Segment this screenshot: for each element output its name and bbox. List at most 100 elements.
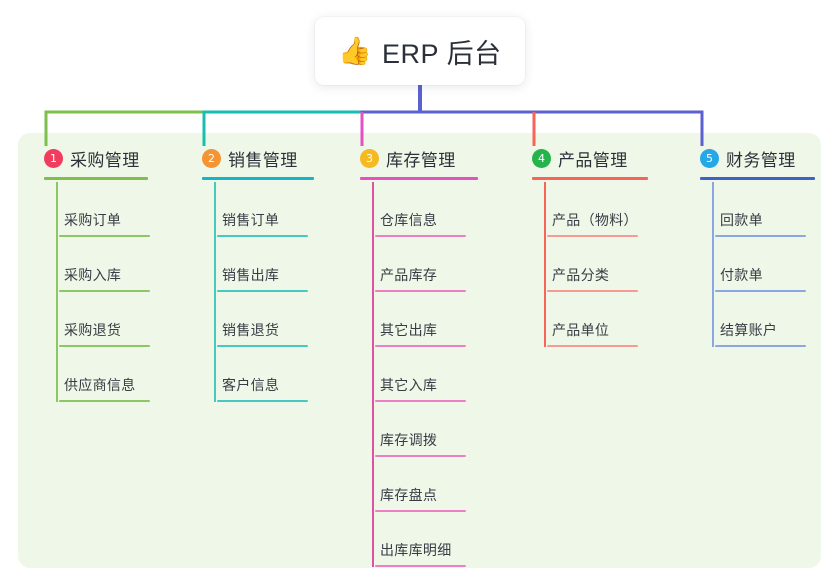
leaf-list: 回款单付款单结算账户 (678, 182, 806, 347)
leaf-item-rule (375, 400, 466, 402)
leaf-item[interactable]: 销售出库 (217, 237, 308, 292)
leaf-item-rule (59, 290, 150, 292)
branch-header-rule (532, 177, 648, 180)
leaf-item-rule (217, 345, 308, 347)
leaf-item-label: 采购订单 (64, 212, 122, 228)
leaf-spine (372, 182, 374, 567)
leaf-item-label: 销售退货 (222, 322, 280, 338)
leaf-item-rule (375, 235, 466, 237)
leaf-item[interactable]: 产品单位 (547, 292, 638, 347)
leaf-item-label: 库存盘点 (380, 487, 438, 503)
leaf-item-label: 仓库信息 (380, 212, 438, 228)
leaf-item[interactable]: 回款单 (715, 182, 806, 237)
leaf-item[interactable]: 其它出库 (375, 292, 466, 347)
leaf-item-rule (547, 290, 638, 292)
leaf-spine (712, 182, 714, 347)
leaf-item-label: 回款单 (720, 212, 763, 228)
leaf-item-rule (217, 235, 308, 237)
branch-number-badge: 4 (532, 148, 551, 168)
leaf-item-label: 库存调拨 (380, 432, 438, 448)
leaf-list: 仓库信息产品库存其它出库其它入库库存调拨库存盘点出库库明细 (338, 182, 466, 567)
leaf-item[interactable]: 采购入库 (59, 237, 150, 292)
leaf-item-rule (547, 235, 638, 237)
leaf-item-rule (715, 290, 806, 292)
leaf-item-label: 产品（物料） (552, 212, 638, 228)
leaf-item-label: 出库库明细 (380, 542, 452, 558)
branch-number-badge: 3 (360, 148, 379, 168)
branch-number-badge: 1 (44, 148, 63, 168)
branch-header-2[interactable]: 2 销售管理 (180, 146, 298, 170)
leaf-item[interactable]: 出库库明细 (375, 512, 466, 567)
leaf-item[interactable]: 产品（物料） (547, 182, 638, 237)
leaf-item-label: 客户信息 (222, 377, 280, 393)
leaf-item[interactable]: 销售订单 (217, 182, 308, 237)
leaf-list: 采购订单采购入库采购退货供应商信息 (22, 182, 150, 402)
leaf-item-label: 产品库存 (380, 267, 438, 283)
leaf-list: 销售订单销售出库销售退货客户信息 (180, 182, 308, 402)
leaf-item-label: 供应商信息 (64, 377, 136, 393)
leaf-item-rule (375, 455, 466, 457)
branch-column-5: 5 财务管理回款单付款单结算账户 (678, 146, 815, 347)
leaf-item[interactable]: 结算账户 (715, 292, 806, 347)
leaf-item[interactable]: 库存盘点 (375, 457, 466, 512)
leaf-item[interactable]: 库存调拨 (375, 402, 466, 457)
leaf-item-rule (217, 290, 308, 292)
leaf-item-rule (375, 510, 466, 512)
leaf-item-label: 采购入库 (64, 267, 122, 283)
branch-header-1[interactable]: 1 采购管理 (22, 146, 140, 170)
leaf-item[interactable]: 供应商信息 (59, 347, 150, 402)
branch-title: 采购管理 (70, 150, 140, 170)
leaf-spine (214, 182, 216, 402)
leaf-item[interactable]: 产品库存 (375, 237, 466, 292)
leaf-item[interactable]: 其它入库 (375, 347, 466, 402)
thumbs-up-icon: 👍 (338, 35, 373, 66)
leaf-item-label: 销售订单 (222, 212, 280, 228)
leaf-item[interactable]: 产品分类 (547, 237, 638, 292)
leaf-item-rule (59, 345, 150, 347)
leaf-item-label: 其它入库 (380, 377, 438, 393)
leaf-item-rule (715, 235, 806, 237)
root-node-card[interactable]: 👍 ERP 后台 (315, 17, 525, 85)
leaf-item[interactable]: 采购订单 (59, 182, 150, 237)
leaf-item-rule (375, 290, 466, 292)
leaf-spine (56, 182, 58, 402)
leaf-item-rule (217, 400, 308, 402)
branch-header-rule (700, 177, 815, 180)
leaf-item-label: 产品分类 (552, 267, 610, 283)
leaf-item-label: 产品单位 (552, 322, 610, 338)
root-node-label: ERP 后台 (382, 38, 502, 69)
branch-header-3[interactable]: 3 库存管理 (338, 146, 456, 170)
branch-header-rule (202, 177, 314, 180)
leaf-item[interactable]: 采购退货 (59, 292, 150, 347)
branch-column-3: 3 库存管理仓库信息产品库存其它出库其它入库库存调拨库存盘点出库库明细 (338, 146, 478, 567)
leaf-item-label: 结算账户 (720, 322, 778, 338)
branch-header-rule (44, 177, 148, 180)
leaf-item-label: 采购退货 (64, 322, 122, 338)
leaf-item-rule (547, 345, 638, 347)
leaf-item[interactable]: 销售退货 (217, 292, 308, 347)
branch-number-badge: 2 (202, 148, 221, 168)
leaf-item-rule (375, 565, 466, 567)
branch-title: 库存管理 (386, 150, 456, 170)
leaf-item[interactable]: 客户信息 (217, 347, 308, 402)
leaf-item-rule (375, 345, 466, 347)
leaf-item-label: 销售出库 (222, 267, 280, 283)
leaf-list: 产品（物料） 产品分类产品单位 (510, 182, 638, 347)
leaf-item-rule (59, 235, 150, 237)
branch-title: 财务管理 (726, 150, 796, 170)
branch-column-2: 2 销售管理销售订单销售出库销售退货客户信息 (180, 146, 314, 402)
diagram-background-panel (18, 133, 821, 568)
leaf-item[interactable]: 付款单 (715, 237, 806, 292)
leaf-item-label: 其它出库 (380, 322, 438, 338)
branch-header-5[interactable]: 5 财务管理 (678, 146, 796, 170)
branch-column-1: 1 采购管理采购订单采购入库采购退货供应商信息 (22, 146, 150, 402)
branch-number-badge: 5 (700, 148, 719, 168)
leaf-item-rule (715, 345, 806, 347)
leaf-item[interactable]: 仓库信息 (375, 182, 466, 237)
branch-title: 销售管理 (228, 150, 298, 170)
leaf-spine (544, 182, 546, 347)
